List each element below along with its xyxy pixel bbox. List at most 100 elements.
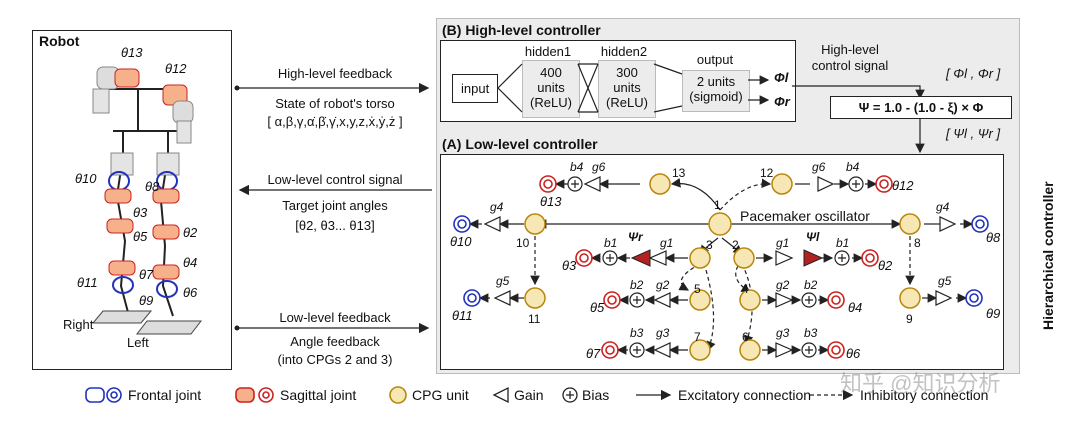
g6-right: g6 (812, 160, 826, 174)
theta-7: θ7 (586, 346, 601, 361)
legend-inhibitory: Inhibitory connection (860, 387, 989, 403)
theta-13: θ13 (540, 194, 562, 209)
psi-l: Ψl (806, 230, 820, 244)
g4-left: g4 (490, 200, 504, 214)
legend-cpg: CPG unit (412, 387, 469, 403)
robot-title: Robot (39, 33, 80, 49)
b1-right: b1 (836, 236, 850, 250)
g3-left: g3 (656, 326, 670, 340)
g1-right: g1 (776, 236, 790, 250)
legend-gain: Gain (514, 387, 544, 403)
b4-left: b4 (570, 160, 584, 174)
low-title: (A) Low-level controller (442, 136, 598, 152)
cpg-3: 3 (706, 238, 713, 252)
into-cpgs-label: (into CPGs 2 and 3) (277, 352, 393, 367)
theta-3: θ3 (562, 258, 577, 273)
cpg-9: 9 (906, 312, 913, 326)
legend-frontal: Frontal joint (128, 387, 202, 403)
hidden2-box: 300 units (ReLU) (598, 60, 656, 118)
psi-vector: [ Ψl , Ψr ] (946, 126, 1001, 141)
high-title: (B) High-level controller (442, 22, 601, 38)
theta-8: θ8 (986, 230, 1001, 245)
g2-right: g2 (776, 278, 790, 292)
b2-right: b2 (804, 278, 818, 292)
theta-11: θ11 (452, 308, 473, 323)
g6-left: g6 (592, 160, 606, 174)
hidden1-box: 400 units (ReLU) (522, 60, 580, 118)
cpg-11: 11 (528, 312, 541, 326)
legend-symbols (85, 386, 854, 404)
torso-vars: [ α,β,γ,α̇,β̇,γ̇,x,y,z,ẋ,ẏ,ż ] (267, 114, 403, 129)
output-label: output (696, 52, 734, 67)
cpg-1: 1 (714, 198, 721, 212)
cpg-10: 10 (516, 236, 530, 250)
theta-12: θ12 (892, 178, 914, 193)
low-feedback-label: Low-level feedback (279, 310, 391, 325)
cpg-2: 2 (732, 238, 739, 252)
phi-r: Φr (774, 94, 790, 109)
robot-panel: Robot θ13 θ12 θ10 θ8 θ3 (32, 30, 232, 370)
output-box: 2 units (sigmoid) (682, 70, 750, 112)
cpg-6: 6 (742, 330, 749, 344)
legend-sagittal: Sagittal joint (280, 387, 357, 403)
theta-10: θ10 (450, 234, 472, 249)
g1-left: g1 (660, 236, 674, 250)
b3-right: b3 (804, 326, 818, 340)
robot-theta-9: θ9 (139, 293, 154, 308)
cpg-5: 5 (694, 282, 701, 296)
cpg-13: 13 (672, 166, 686, 180)
cpg-8: 8 (914, 236, 921, 250)
robot-theta-11: θ11 (77, 275, 98, 290)
target-vars: [θ2, θ3... θ13] (295, 218, 375, 233)
robot-theta-6: θ6 (183, 285, 198, 300)
robot-right-label: Right (63, 317, 94, 332)
b1-left: b1 (604, 236, 618, 250)
b3-left: b3 (630, 326, 644, 340)
cpg-12: 12 (760, 166, 774, 180)
robot-theta-12: θ12 (165, 61, 187, 76)
theta-2: θ2 (878, 258, 893, 273)
high-feedback-label: High-level feedback (277, 66, 393, 81)
robot-theta-4: θ4 (183, 255, 198, 270)
psi-r: Ψr (628, 230, 643, 244)
g3-right: g3 (776, 326, 790, 340)
torso-label: State of robot's torso (275, 96, 395, 111)
g2-left: g2 (656, 278, 670, 292)
phi-vector: [ Φl , Φr ] (946, 66, 1001, 81)
theta-6: θ6 (846, 346, 861, 361)
pacemaker-label: Pacemaker oscillator (740, 208, 870, 224)
low-panel (440, 154, 1004, 370)
robot-theta-13: θ13 (121, 45, 143, 60)
g4-right: g4 (936, 200, 950, 214)
cpg-7: 7 (694, 330, 701, 344)
input-box: input (452, 74, 499, 103)
target-label: Target joint angles (282, 198, 388, 213)
theta-5: θ5 (590, 300, 605, 315)
robot-theta-2: θ2 (183, 225, 198, 240)
robot-theta-8: θ8 (145, 179, 160, 194)
g5-left: g5 (496, 274, 510, 288)
low-control-label: Low-level control signal (267, 172, 403, 187)
robot-theta-3: θ3 (133, 205, 148, 220)
hidden2-label: hidden2 (600, 44, 648, 59)
theta-4: θ4 (848, 300, 863, 315)
cpg-4: 4 (742, 282, 749, 296)
theta-9: θ9 (986, 306, 1001, 321)
legend-bias: Bias (582, 387, 610, 403)
legend: Frontal joint Sagittal joint CPG unit Ga… (80, 380, 1040, 410)
hidden1-label: hidden1 (524, 44, 572, 59)
b2-left: b2 (630, 278, 644, 292)
signal-label-1: High-level (821, 42, 879, 57)
phi-l: Φl (774, 70, 789, 85)
watermark: 知乎 @知识分析 (840, 371, 1001, 396)
angle-feedback-label: Angle feedback (290, 334, 380, 349)
legend-excitatory: Excitatory connection (678, 387, 812, 403)
robot-illustration (91, 66, 203, 335)
formula-box: Ψ = 1.0 - (1.0 - ξ) × Φ (830, 96, 1012, 119)
robot-theta-10: θ10 (75, 171, 97, 186)
g5-right: g5 (938, 274, 952, 288)
signal-label-2: control signal (811, 58, 889, 73)
